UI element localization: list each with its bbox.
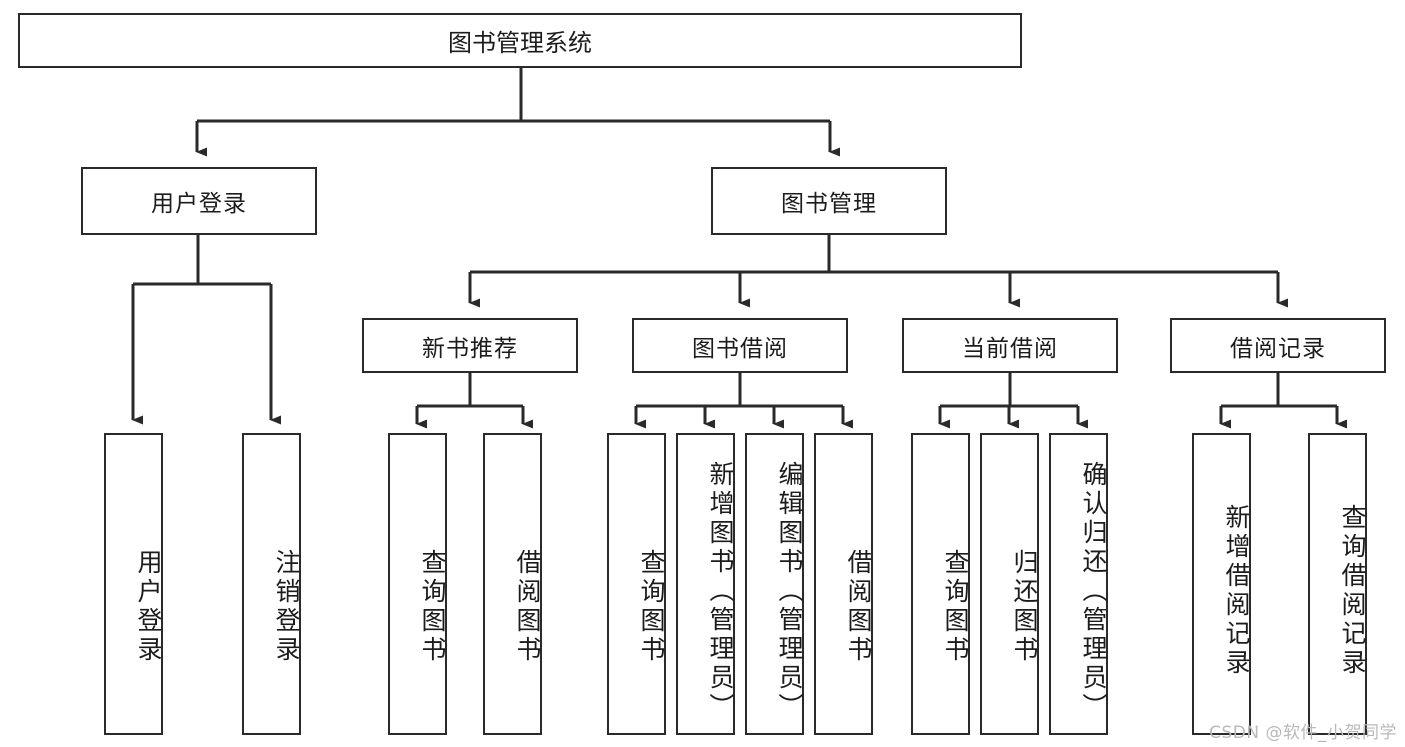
node-leaf-add-book[interactable]: 新增图书（管理员） (676, 433, 735, 735)
node-leaf-add-record[interactable]: 新增借阅记录 (1192, 433, 1251, 735)
node-leaf-confirm-return[interactable]: 确认归还（管理员） (1049, 433, 1108, 735)
node-leaf-logout-login[interactable]: 注销登录 (242, 433, 301, 735)
node-leaf-borrow-book-2[interactable]: 借阅图书 (814, 433, 873, 735)
node-leaf-query-book-2[interactable]: 查询图书 (607, 433, 666, 735)
node-leaf-return-book[interactable]: 归还图书 (980, 433, 1039, 735)
node-leaf-borrow-book-1[interactable]: 借阅图书 (483, 433, 542, 735)
node-leaf-query-record[interactable]: 查询借阅记录 (1308, 433, 1367, 735)
node-borrow-record[interactable]: 借阅记录 (1170, 318, 1386, 373)
node-leaf-query-book-3[interactable]: 查询图书 (911, 433, 970, 735)
node-leaf-user-login[interactable]: 用户登录 (104, 433, 163, 735)
node-new-book-recommend[interactable]: 新书推荐 (362, 318, 578, 373)
csdn-watermark: CSDN @软件_小贺同学 (1209, 723, 1397, 743)
node-book-manage[interactable]: 图书管理 (711, 167, 947, 235)
node-leaf-edit-book[interactable]: 编辑图书（管理员） (745, 433, 804, 735)
node-user-login[interactable]: 用户登录 (81, 167, 317, 235)
node-book-borrow[interactable]: 图书借阅 (632, 318, 848, 373)
node-current-borrow[interactable]: 当前借阅 (902, 318, 1118, 373)
node-leaf-query-book-1[interactable]: 查询图书 (388, 433, 447, 735)
node-root[interactable]: 图书管理系统 (18, 13, 1022, 68)
